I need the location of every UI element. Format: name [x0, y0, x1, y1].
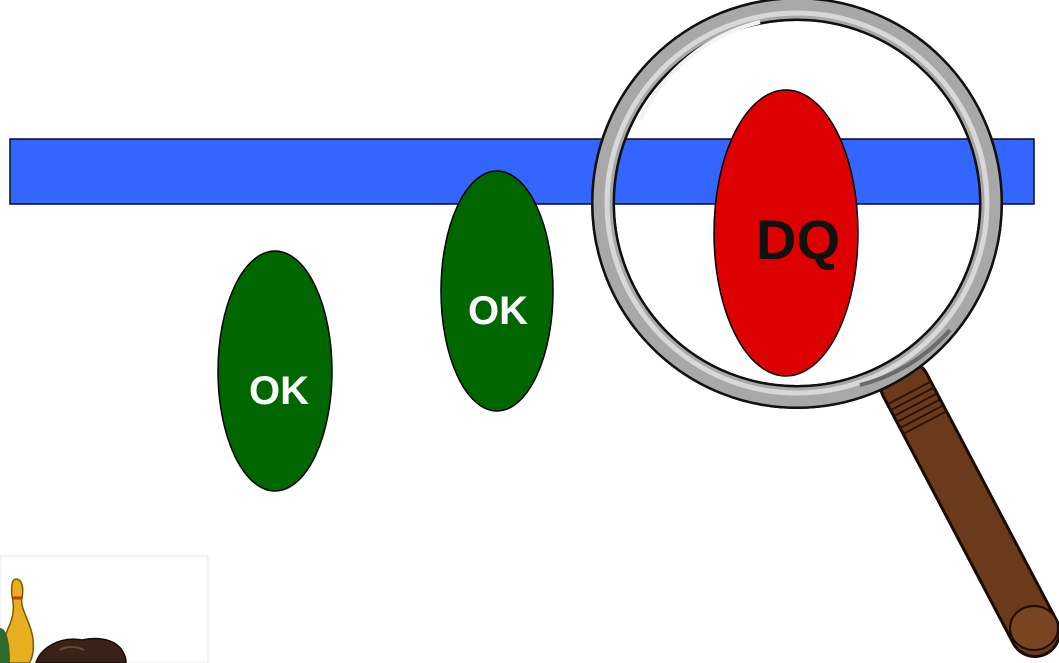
- oval-ok-2-label: OK: [468, 289, 528, 333]
- oval-ok-1-label: OK: [249, 369, 309, 413]
- bowling-pin-icon: [0, 555, 209, 663]
- oval-ok-2: OK: [440, 170, 554, 412]
- oval-dq: DQ: [713, 89, 859, 377]
- magnifier-rim: [591, 0, 1003, 409]
- oval-ok-1: OK: [217, 250, 333, 492]
- oval-dq-label: DQ: [756, 208, 840, 271]
- magnifying-glass-icon: [879, 359, 1059, 658]
- magnifier-handle: [879, 359, 1059, 658]
